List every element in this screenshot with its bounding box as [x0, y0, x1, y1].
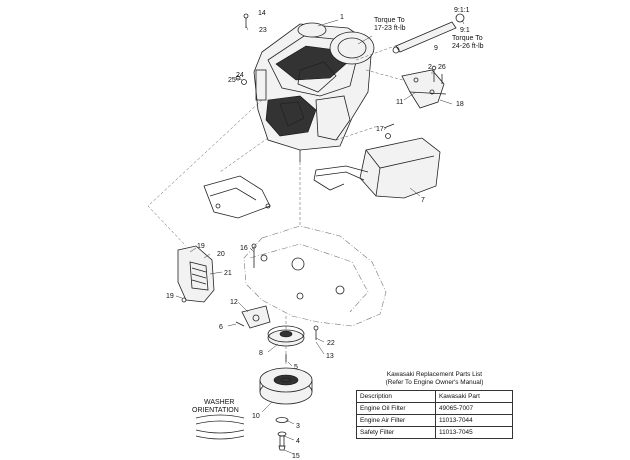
- torque-note-1-line1: Torque To: [374, 17, 405, 24]
- header-part-number: Kawasaki Part: [435, 390, 513, 403]
- callout-10: 10: [252, 413, 260, 420]
- torque-note-2-line1: Torque To: [452, 35, 483, 42]
- callout-9: 9: [434, 45, 438, 52]
- leader-lines: [175, 19, 465, 455]
- torque-note-1-line2: 17-23 ft-lb: [374, 25, 406, 32]
- parts-list-title: Kawasaki Replacement Parts List: [386, 371, 483, 378]
- table-row: Engine Oil Filter 49065-7007: [356, 402, 513, 415]
- ratio-label-2: 9:1: [460, 27, 470, 34]
- clutch-bolt: [275, 417, 289, 451]
- row-description: Engine Oil Filter: [356, 402, 436, 415]
- callout-23: 23: [259, 27, 267, 34]
- callout-15: 15: [292, 453, 300, 460]
- engine-pulley: [267, 325, 305, 347]
- ratio-label-1: 9:1:1: [454, 7, 470, 14]
- mount-bracket: [401, 69, 447, 109]
- callout-5: 5: [294, 364, 298, 371]
- row-part-number: 49065-7007: [435, 402, 513, 415]
- callout-17: 17: [376, 126, 384, 133]
- callout-7: 7: [421, 197, 425, 204]
- parts-list-subtitle: (Refer To Engine Owner's Manual): [385, 379, 484, 386]
- callout-13: 13: [326, 353, 334, 360]
- callout-3: 3: [296, 423, 300, 430]
- idler-bracket: [241, 305, 271, 329]
- washer-label-line1: WASHER: [204, 399, 234, 406]
- callout-12: 12: [230, 299, 238, 306]
- parts-table-header: Description Kawasaki Part: [356, 390, 513, 403]
- leader-dashed-1: [147, 99, 263, 247]
- callout-25: 25: [228, 77, 236, 84]
- callout-8: 8: [259, 350, 263, 357]
- callout-24: 24: [236, 72, 244, 79]
- leader-dashed-2: [219, 137, 269, 173]
- washer-label-line2: ORIENTATION: [192, 407, 239, 414]
- callout-18: 18: [456, 101, 464, 108]
- pto-clutch: [259, 367, 313, 405]
- table-row: Engine Air Filter 11013-7044: [356, 414, 513, 427]
- washer-orientation-drawing: [195, 414, 245, 440]
- callout-19-bottom: 19: [166, 293, 174, 300]
- torque-note-2-line2: 24-26 ft-lb: [452, 43, 484, 50]
- leader-dashed-6: [335, 125, 379, 141]
- callout-4: 4: [296, 438, 300, 445]
- callout-19-top: 19: [197, 243, 205, 250]
- callout-labels: 1 2 3 4 5 6 7 8 9 10 11 12 13 14 15 16 1…: [166, 10, 464, 460]
- callout-6: 6: [219, 324, 223, 331]
- row-part-number: 11013-7045: [435, 426, 513, 439]
- left-shield: [177, 245, 215, 303]
- drive-shaft: [392, 13, 465, 54]
- torque-notes: Torque To 17-23 ft-lb 9:1:1 9:1 Torque T…: [192, 7, 484, 414]
- row-description: Safety Filter: [356, 426, 436, 439]
- callout-11: 11: [396, 99, 403, 106]
- kawasaki-parts-list: Kawasaki Replacement Parts List (Refer T…: [356, 371, 513, 439]
- table-row: Safety Filter 11013-7045: [356, 426, 513, 439]
- leader-dashed-5: [365, 69, 411, 83]
- hardware-bolts: [235, 13, 443, 362]
- header-description: Description: [356, 390, 436, 403]
- deck-plate: [243, 225, 387, 327]
- callout-16: 16: [240, 245, 248, 252]
- engine-assembly: [253, 22, 375, 162]
- callout-1: 1: [340, 14, 344, 21]
- leader-dashed-4: [355, 41, 407, 61]
- callout-2: 2: [428, 64, 432, 71]
- row-description: Engine Air Filter: [356, 414, 436, 427]
- engine-guard: [203, 175, 271, 219]
- callout-20: 20: [217, 251, 225, 258]
- muffler: [313, 133, 441, 199]
- callout-21: 21: [224, 270, 232, 277]
- parts-table: Description Kawasaki Part Engine Oil Fil…: [356, 390, 513, 439]
- callout-22: 22: [327, 340, 335, 347]
- callout-26: 26: [438, 64, 446, 71]
- callout-14: 14: [258, 10, 266, 17]
- row-part-number: 11013-7044: [435, 414, 513, 427]
